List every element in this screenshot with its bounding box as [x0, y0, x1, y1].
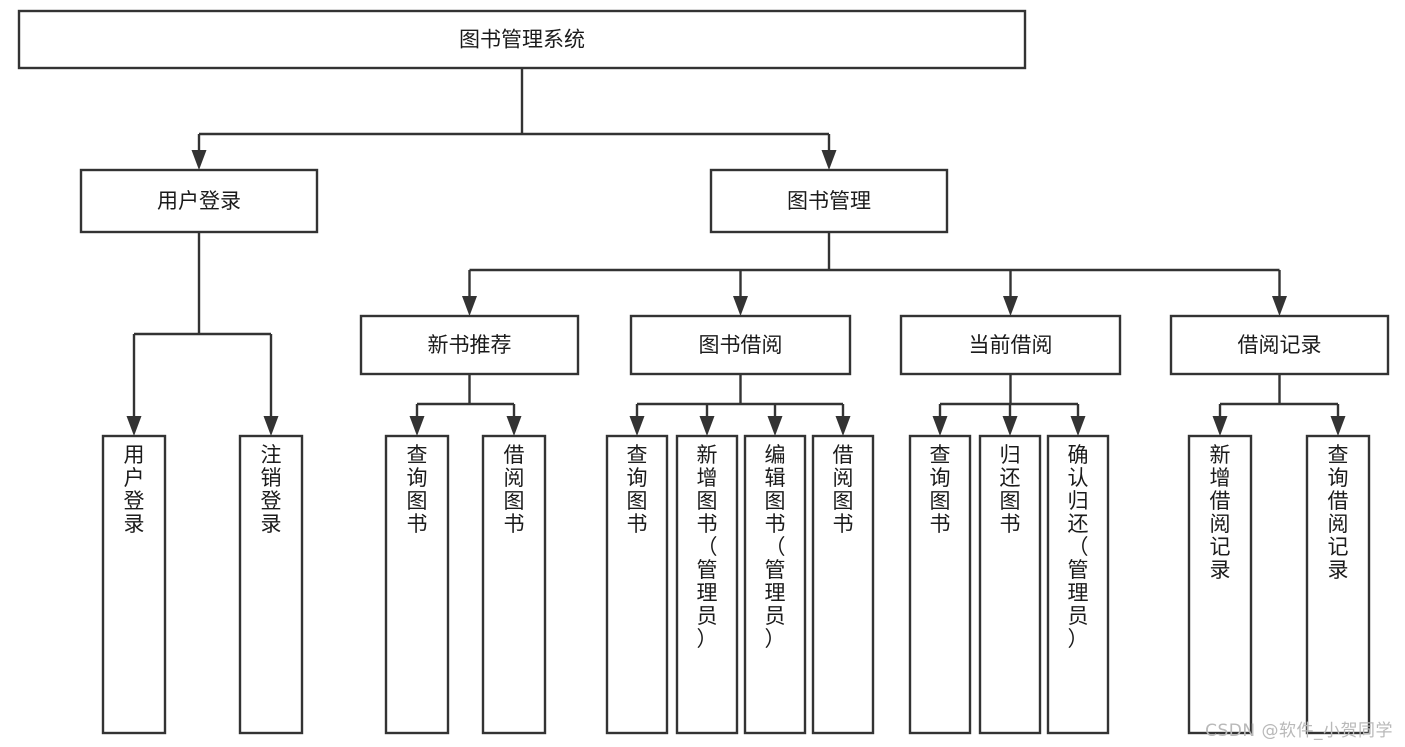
node-label-leaf-return-book: 归还图书 — [1000, 443, 1021, 536]
node-box-leaf-user-login[interactable] — [101, 434, 167, 735]
record-to-leaves-arrow-1 — [1330, 416, 1346, 436]
bookmanage-to-level3-arrow-3 — [1272, 296, 1287, 316]
borrow-to-leaves-arrow-1 — [699, 416, 715, 436]
node-label-user-login: 用户登录 — [157, 189, 241, 213]
node-box-leaf-confirm-return[interactable] — [1046, 434, 1110, 735]
node-new-book-recommend[interactable]: 新书推荐 — [359, 314, 580, 376]
node-leaf-borrow-book-1[interactable]: 借阅图书 — [481, 434, 547, 735]
node-label-leaf-add-record: 新增借阅记录 — [1210, 443, 1231, 582]
node-box-leaf-edit-book[interactable] — [743, 434, 807, 735]
node-box-leaf-query-book-3[interactable] — [908, 434, 972, 735]
bookmanage-to-level3-arrow-0 — [462, 296, 477, 316]
borrow-to-leaves-arrow-2 — [767, 416, 783, 436]
node-leaf-add-book[interactable]: 新增图书（管理员） — [675, 434, 739, 735]
root-to-level2-arrow-0 — [191, 150, 207, 170]
node-book-borrow[interactable]: 图书借阅 — [629, 314, 852, 376]
node-label-leaf-add-book: 新增图书（管理员） — [697, 443, 718, 651]
node-root[interactable]: 图书管理系统 — [17, 9, 1027, 70]
node-box-book-manage[interactable] — [709, 168, 949, 234]
node-box-user-login[interactable] — [79, 168, 319, 234]
node-box-leaf-query-book-1[interactable] — [384, 434, 450, 735]
node-leaf-edit-book[interactable]: 编辑图书（管理员） — [743, 434, 807, 735]
node-label-leaf-user-logout: 注销登录 — [261, 443, 282, 536]
node-label-leaf-borrow-book-2: 借阅图书 — [833, 443, 854, 536]
node-label-book-borrow: 图书借阅 — [699, 333, 783, 357]
node-leaf-user-logout[interactable]: 注销登录 — [238, 434, 304, 735]
node-box-leaf-add-book[interactable] — [675, 434, 739, 735]
node-box-book-borrow[interactable] — [629, 314, 852, 376]
userlogin-to-leaves-arrow-0 — [126, 416, 142, 436]
userlogin-to-leaves-arrow-1 — [263, 416, 279, 436]
current-to-leaves-arrow-1 — [1002, 416, 1018, 436]
current-to-leaves-arrow-0 — [932, 416, 948, 436]
node-box-leaf-return-book[interactable] — [978, 434, 1042, 735]
current-to-leaves-arrow-2 — [1070, 416, 1086, 436]
node-book-manage[interactable]: 图书管理 — [709, 168, 949, 234]
node-leaf-user-login[interactable]: 用户登录 — [101, 434, 167, 735]
node-label-leaf-query-book-1: 查询图书 — [407, 443, 428, 536]
bookmanage-to-level3-arrow-2 — [1003, 296, 1018, 316]
node-label-current-borrow: 当前借阅 — [969, 333, 1053, 357]
node-leaf-query-book-2[interactable]: 查询图书 — [605, 434, 669, 735]
node-box-leaf-add-record[interactable] — [1187, 434, 1253, 735]
node-user-login[interactable]: 用户登录 — [79, 168, 319, 234]
recommend-to-leaves-arrow-0 — [409, 416, 425, 436]
recommend-to-leaves-arrow-1 — [506, 416, 522, 436]
node-label-borrow-record: 借阅记录 — [1238, 333, 1322, 357]
node-box-borrow-record[interactable] — [1169, 314, 1390, 376]
node-label-leaf-confirm-return: 确认归还（管理员） — [1068, 443, 1089, 651]
node-label-leaf-borrow-book-1: 借阅图书 — [504, 443, 525, 536]
node-label-root: 图书管理系统 — [459, 28, 585, 52]
node-box-leaf-borrow-book-2[interactable] — [811, 434, 875, 735]
node-box-leaf-borrow-book-1[interactable] — [481, 434, 547, 735]
record-to-leaves-arrow-0 — [1212, 416, 1228, 436]
node-current-borrow[interactable]: 当前借阅 — [899, 314, 1122, 376]
node-leaf-query-book-3[interactable]: 查询图书 — [908, 434, 972, 735]
node-leaf-borrow-book-2[interactable]: 借阅图书 — [811, 434, 875, 735]
node-label-leaf-query-book-3: 查询图书 — [930, 443, 951, 536]
node-leaf-add-record[interactable]: 新增借阅记录 — [1187, 434, 1253, 735]
node-box-leaf-user-logout[interactable] — [238, 434, 304, 735]
node-label-leaf-user-login: 用户登录 — [124, 443, 145, 536]
node-box-current-borrow[interactable] — [899, 314, 1122, 376]
nodes-layer: 图书管理系统用户登录图书管理新书推荐图书借阅当前借阅借阅记录用户登录注销登录查询… — [17, 9, 1390, 735]
node-leaf-query-book-1[interactable]: 查询图书 — [384, 434, 450, 735]
borrow-to-leaves-arrow-0 — [629, 416, 645, 436]
node-leaf-return-book[interactable]: 归还图书 — [978, 434, 1042, 735]
node-borrow-record[interactable]: 借阅记录 — [1169, 314, 1390, 376]
node-box-leaf-query-book-2[interactable] — [605, 434, 669, 735]
node-leaf-query-record[interactable]: 查询借阅记录 — [1305, 434, 1371, 735]
connectors-layer — [126, 68, 1346, 436]
node-box-root[interactable] — [17, 9, 1027, 70]
watermark-label: CSDN @软件_小贺同学 — [1205, 721, 1393, 741]
node-box-new-book-recommend[interactable] — [359, 314, 580, 376]
node-label-leaf-query-record: 查询借阅记录 — [1328, 443, 1349, 582]
node-label-leaf-edit-book: 编辑图书（管理员） — [765, 443, 786, 651]
bookmanage-to-level3-arrow-1 — [733, 296, 748, 316]
node-label-book-manage: 图书管理 — [787, 189, 871, 213]
node-leaf-confirm-return[interactable]: 确认归还（管理员） — [1046, 434, 1110, 735]
root-to-level2-arrow-1 — [821, 150, 837, 170]
node-label-new-book-recommend: 新书推荐 — [428, 333, 512, 357]
borrow-to-leaves-arrow-3 — [835, 416, 851, 436]
node-box-leaf-query-record[interactable] — [1305, 434, 1371, 735]
node-label-leaf-query-book-2: 查询图书 — [627, 443, 648, 536]
